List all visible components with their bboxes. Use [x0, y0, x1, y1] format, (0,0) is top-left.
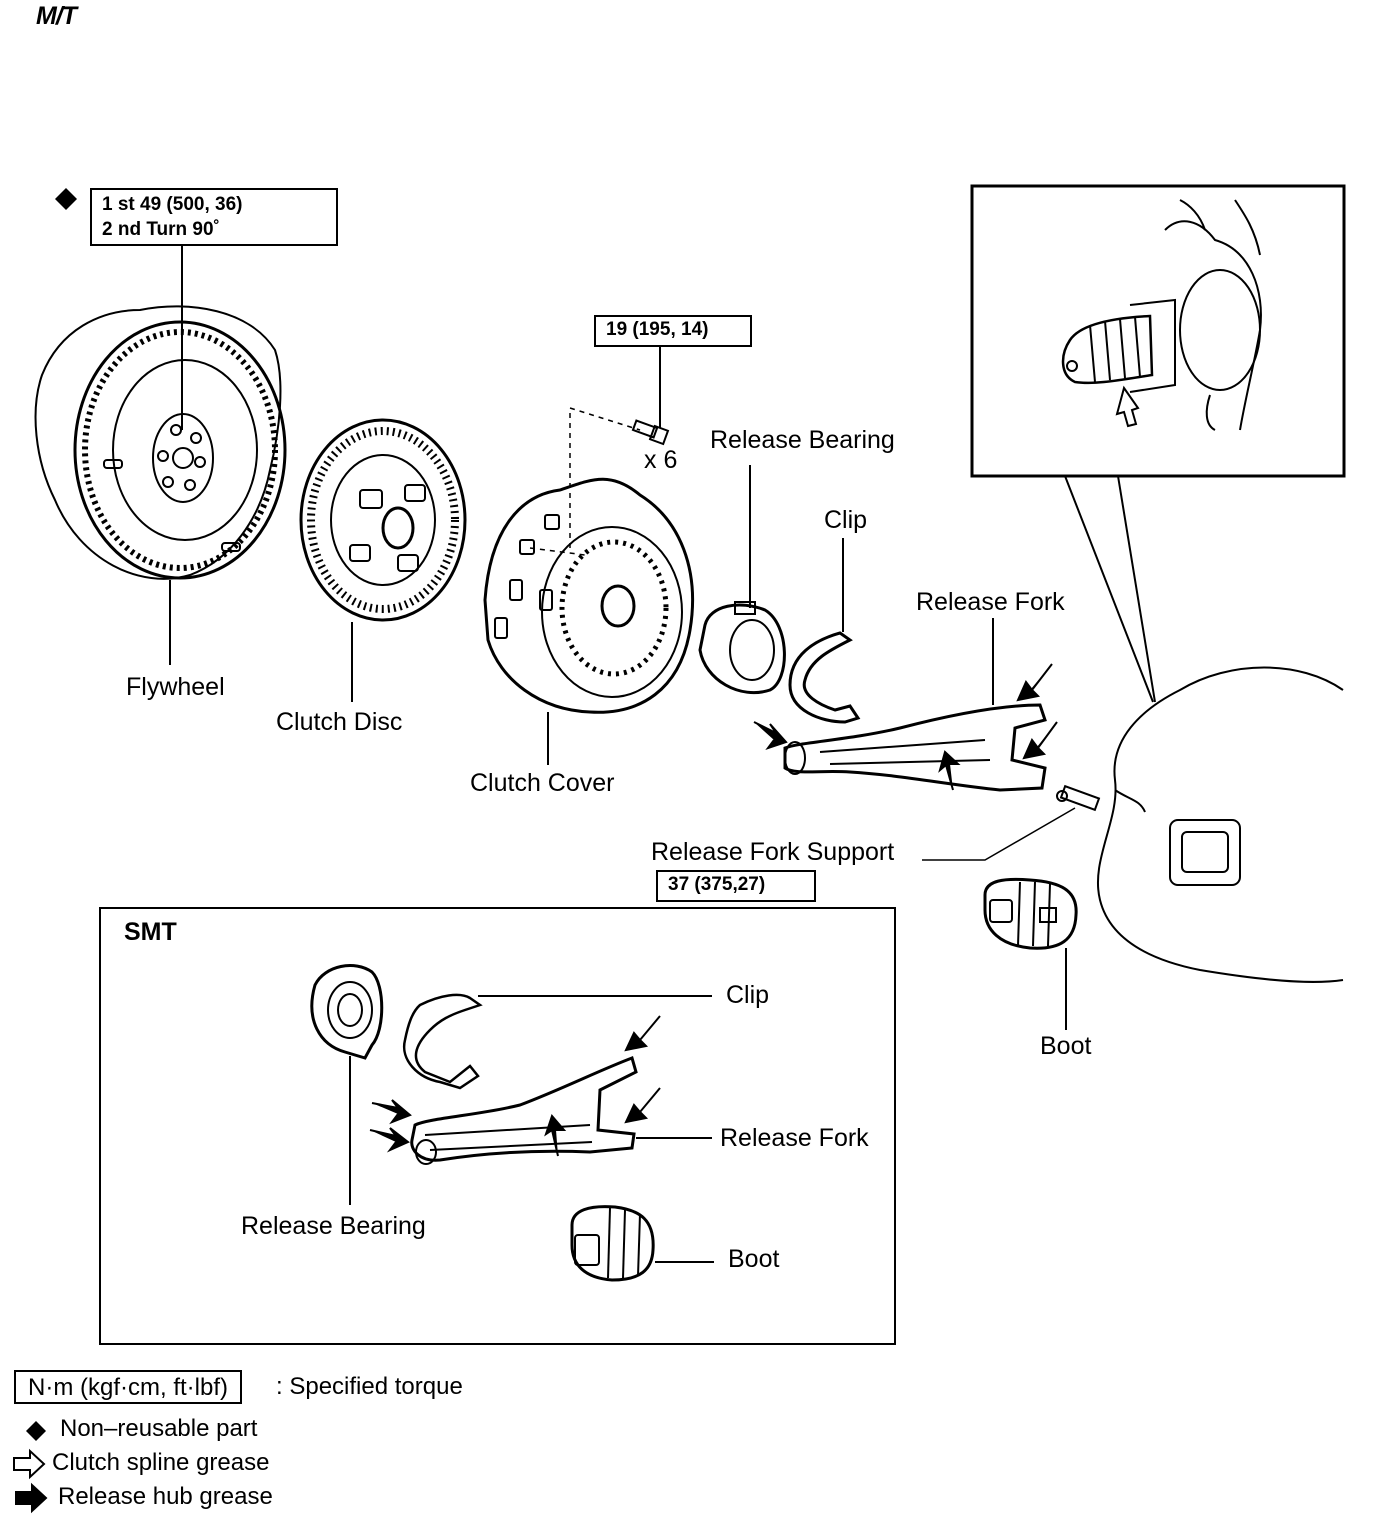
hub-grease-arrow-icon [544, 1114, 567, 1157]
smt-boot-drawing [570, 1205, 655, 1282]
hub-grease-arrow-icon [624, 1087, 661, 1124]
release-fork-drawing [783, 703, 1047, 792]
smt-label-release-bearing: Release Bearing [241, 1212, 426, 1240]
legend-release-hub: Release hub grease [58, 1483, 273, 1510]
cover-bolt-drawing [631, 419, 670, 446]
release-bearing-drawing [698, 601, 786, 695]
label-clip: Clip [824, 506, 868, 534]
hub-grease-arrow-icon [371, 1099, 412, 1125]
hub-grease-arrow-icon [1016, 663, 1053, 702]
page-title: M/T [36, 2, 77, 30]
torque-flywheel-line2: 2 nd Turn 90˚ [102, 219, 220, 240]
label-boot: Boot [1040, 1032, 1092, 1060]
legend-spline-arrow-icon [13, 1448, 46, 1480]
label-release-fork-support: Release Fork Support [651, 838, 895, 866]
boot-drawing [983, 877, 1078, 950]
label-clutch-disc: Clutch Disc [276, 708, 403, 736]
clip-drawing [788, 631, 861, 724]
label-release-fork: Release Fork [916, 588, 1065, 616]
legend-clutch-spline: Clutch spline grease [52, 1449, 270, 1476]
non-reusable-diamond-icon [55, 188, 77, 210]
legend-non-reusable: Non–reusable part [60, 1415, 258, 1442]
label-release-bearing: Release Bearing [710, 426, 895, 454]
hub-grease-arrow-icon [369, 1127, 410, 1153]
torque-box-cover: 19 (195, 14) [594, 315, 752, 347]
torque-box-support: 37 (375,27) [656, 870, 816, 902]
spline-callout-box [970, 184, 1346, 478]
flywheel-drawing [34, 305, 287, 580]
smt-release-fork-drawing [410, 1056, 638, 1165]
legend-torque-unit-box: N·m (kgf·cm, ft·lbf) [14, 1370, 242, 1404]
transmission-housing-drawing [1096, 666, 1344, 983]
legend-hub-arrow-icon [15, 1482, 48, 1514]
input-shaft-drawing [1061, 199, 1262, 431]
hub-grease-arrow-icon [1022, 721, 1058, 760]
smt-label-clip: Clip [726, 981, 770, 1009]
smt-label-release-fork: Release Fork [720, 1124, 869, 1152]
clutch-cover-drawing [483, 477, 695, 714]
smt-label-boot: Boot [728, 1245, 780, 1273]
torque-flywheel-line1: 1 st 49 (500, 36) [102, 194, 243, 215]
clutch-disc-drawing [299, 418, 467, 622]
torque-box-flywheel: 1 st 49 (500, 36) 2 nd Turn 90˚ [90, 188, 338, 246]
legend-torque-desc: : Specified torque [276, 1373, 463, 1400]
hub-grease-arrow-icon [753, 721, 788, 750]
smt-title: SMT [124, 918, 177, 946]
smt-clip-drawing [402, 993, 483, 1090]
label-clutch-cover: Clutch Cover [470, 769, 615, 797]
bolt-count: x 6 [644, 446, 678, 474]
legend-diamond-icon [26, 1421, 46, 1441]
label-flywheel: Flywheel [126, 673, 225, 701]
hub-grease-arrow-icon [624, 1015, 661, 1052]
hub-grease-arrow-icon [938, 750, 961, 791]
spline-grease-arrow-icon [1115, 385, 1140, 428]
release-fork-support-drawing [1056, 784, 1101, 812]
smt-box [99, 907, 896, 1345]
smt-release-bearing-drawing [310, 964, 384, 1060]
